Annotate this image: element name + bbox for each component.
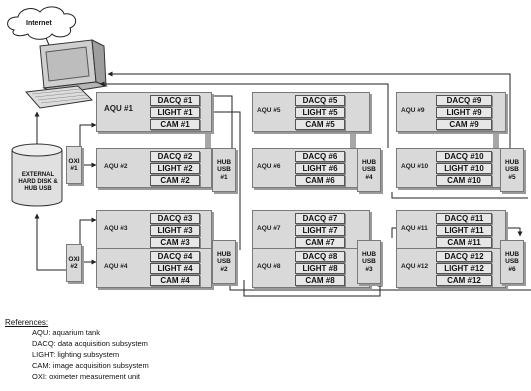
hub-label-line2: USB: [505, 258, 519, 265]
dacq-10-box: DACQ #10: [436, 151, 492, 162]
dacq-5-box: DACQ #5: [295, 95, 345, 106]
reference-cam: CAM: image acquisition subsystem: [32, 361, 149, 370]
oxi-2-label: OXI: [68, 256, 79, 263]
oxi-1-label: OXI: [68, 158, 79, 165]
reference-light: LIGHT: lighting subsystem: [32, 350, 119, 359]
disk-label-line2: HARD DISK &: [10, 179, 66, 186]
dacq-12-box: DACQ #12: [436, 251, 492, 262]
dacq-6-box: DACQ #6: [295, 151, 345, 162]
hub-label-line1: HUB: [505, 251, 519, 258]
oxi-2-box: OXI #2: [66, 244, 82, 282]
hub-label-line2: USB: [362, 258, 376, 265]
aqu-2-label: AQU #2: [104, 163, 127, 170]
hub-number: #1: [220, 174, 227, 181]
hub-label-line1: HUB: [217, 251, 231, 258]
light-8-box: LIGHT #8: [295, 263, 345, 274]
dacq-9-box: DACQ #9: [436, 95, 492, 106]
light-10-box: LIGHT #10: [436, 163, 492, 174]
light-2-box: LIGHT #2: [150, 163, 200, 174]
light-9-box: LIGHT #9: [436, 107, 492, 118]
aqu-9-label: AQU #9: [401, 107, 424, 114]
cam-8-box: CAM #8: [295, 275, 345, 286]
hub-label-line1: HUB: [362, 159, 376, 166]
reference-dacq: DACQ: data acquisition subsystem: [32, 339, 148, 348]
reference-oxi: OXI: oximeter measurement unit: [32, 372, 140, 381]
aqu-8-label: AQU #8: [257, 263, 280, 270]
disk-label-line3: HUB USB: [10, 186, 66, 193]
hub-label-line1: HUB: [505, 159, 519, 166]
oxi-1-number: #1: [70, 165, 77, 172]
cam-2-box: CAM #2: [150, 175, 200, 186]
light-7-box: LIGHT #7: [295, 225, 345, 236]
cam-1-box: CAM #1: [150, 119, 200, 130]
reference-aqu: AQU: aquarium tank: [32, 328, 100, 337]
hub-label-line1: HUB: [217, 159, 231, 166]
cam-11-box: CAM #11: [436, 237, 492, 248]
hub-label-line1: HUB: [362, 251, 376, 258]
light-11-box: LIGHT #11: [436, 225, 492, 236]
dacq-8-box: DACQ #8: [295, 251, 345, 262]
aqu-1-label: AQU #1: [104, 104, 133, 113]
aqu-10-label: AQU #10: [401, 163, 428, 170]
light-12-box: LIGHT #12: [436, 263, 492, 274]
cam-9-box: CAM #9: [436, 119, 492, 130]
aqu-6-label: AQU #6: [257, 163, 280, 170]
cam-4-box: CAM #4: [150, 275, 200, 286]
disk-label: EXTERNAL HARD DISK & HUB USB: [10, 172, 66, 194]
oxi-2-number: #2: [70, 263, 77, 270]
hub-number: #2: [220, 266, 227, 273]
light-1-box: LIGHT #1: [150, 107, 200, 118]
dacq-2-box: DACQ #2: [150, 151, 200, 162]
aqu-12-label: AQU #12: [401, 263, 428, 270]
hub-label-line2: USB: [217, 258, 231, 265]
aqu-4-label: AQU #4: [104, 263, 127, 270]
aqu-7-label: AQU #7: [257, 225, 280, 232]
cam-12-box: CAM #12: [436, 275, 492, 286]
cam-10-box: CAM #10: [436, 175, 492, 186]
hub-label-line2: USB: [505, 166, 519, 173]
oxi-1-box: OXI #1: [66, 146, 82, 184]
hub-number: #6: [508, 266, 515, 273]
hub-number: #3: [365, 266, 372, 273]
dacq-7-box: DACQ #7: [295, 213, 345, 224]
cam-5-box: CAM #5: [295, 119, 345, 130]
light-6-box: LIGHT #6: [295, 163, 345, 174]
aqu-5-label: AQU #5: [257, 107, 280, 114]
dacq-4-box: DACQ #4: [150, 251, 200, 262]
cam-7-box: CAM #7: [295, 237, 345, 248]
hub-number: #4: [365, 174, 372, 181]
cam-3-box: CAM #3: [150, 237, 200, 248]
dacq-11-box: DACQ #11: [436, 213, 492, 224]
aqu-11-label: AQU #11: [401, 225, 428, 232]
hub-number: #5: [508, 174, 515, 181]
aqu-3-label: AQU #3: [104, 225, 127, 232]
light-5-box: LIGHT #5: [295, 107, 345, 118]
cam-6-box: CAM #6: [295, 175, 345, 186]
light-4-box: LIGHT #4: [150, 263, 200, 274]
dacq-1-box: DACQ #1: [150, 95, 200, 106]
disk-label-line1: EXTERNAL: [10, 172, 66, 179]
internet-label: Internet: [26, 20, 52, 27]
light-3-box: LIGHT #3: [150, 225, 200, 236]
hub-label-line2: USB: [362, 166, 376, 173]
computer-icon: [26, 40, 106, 108]
hub-label-line2: USB: [217, 166, 231, 173]
references-title: References:: [5, 318, 48, 327]
dacq-3-box: DACQ #3: [150, 213, 200, 224]
